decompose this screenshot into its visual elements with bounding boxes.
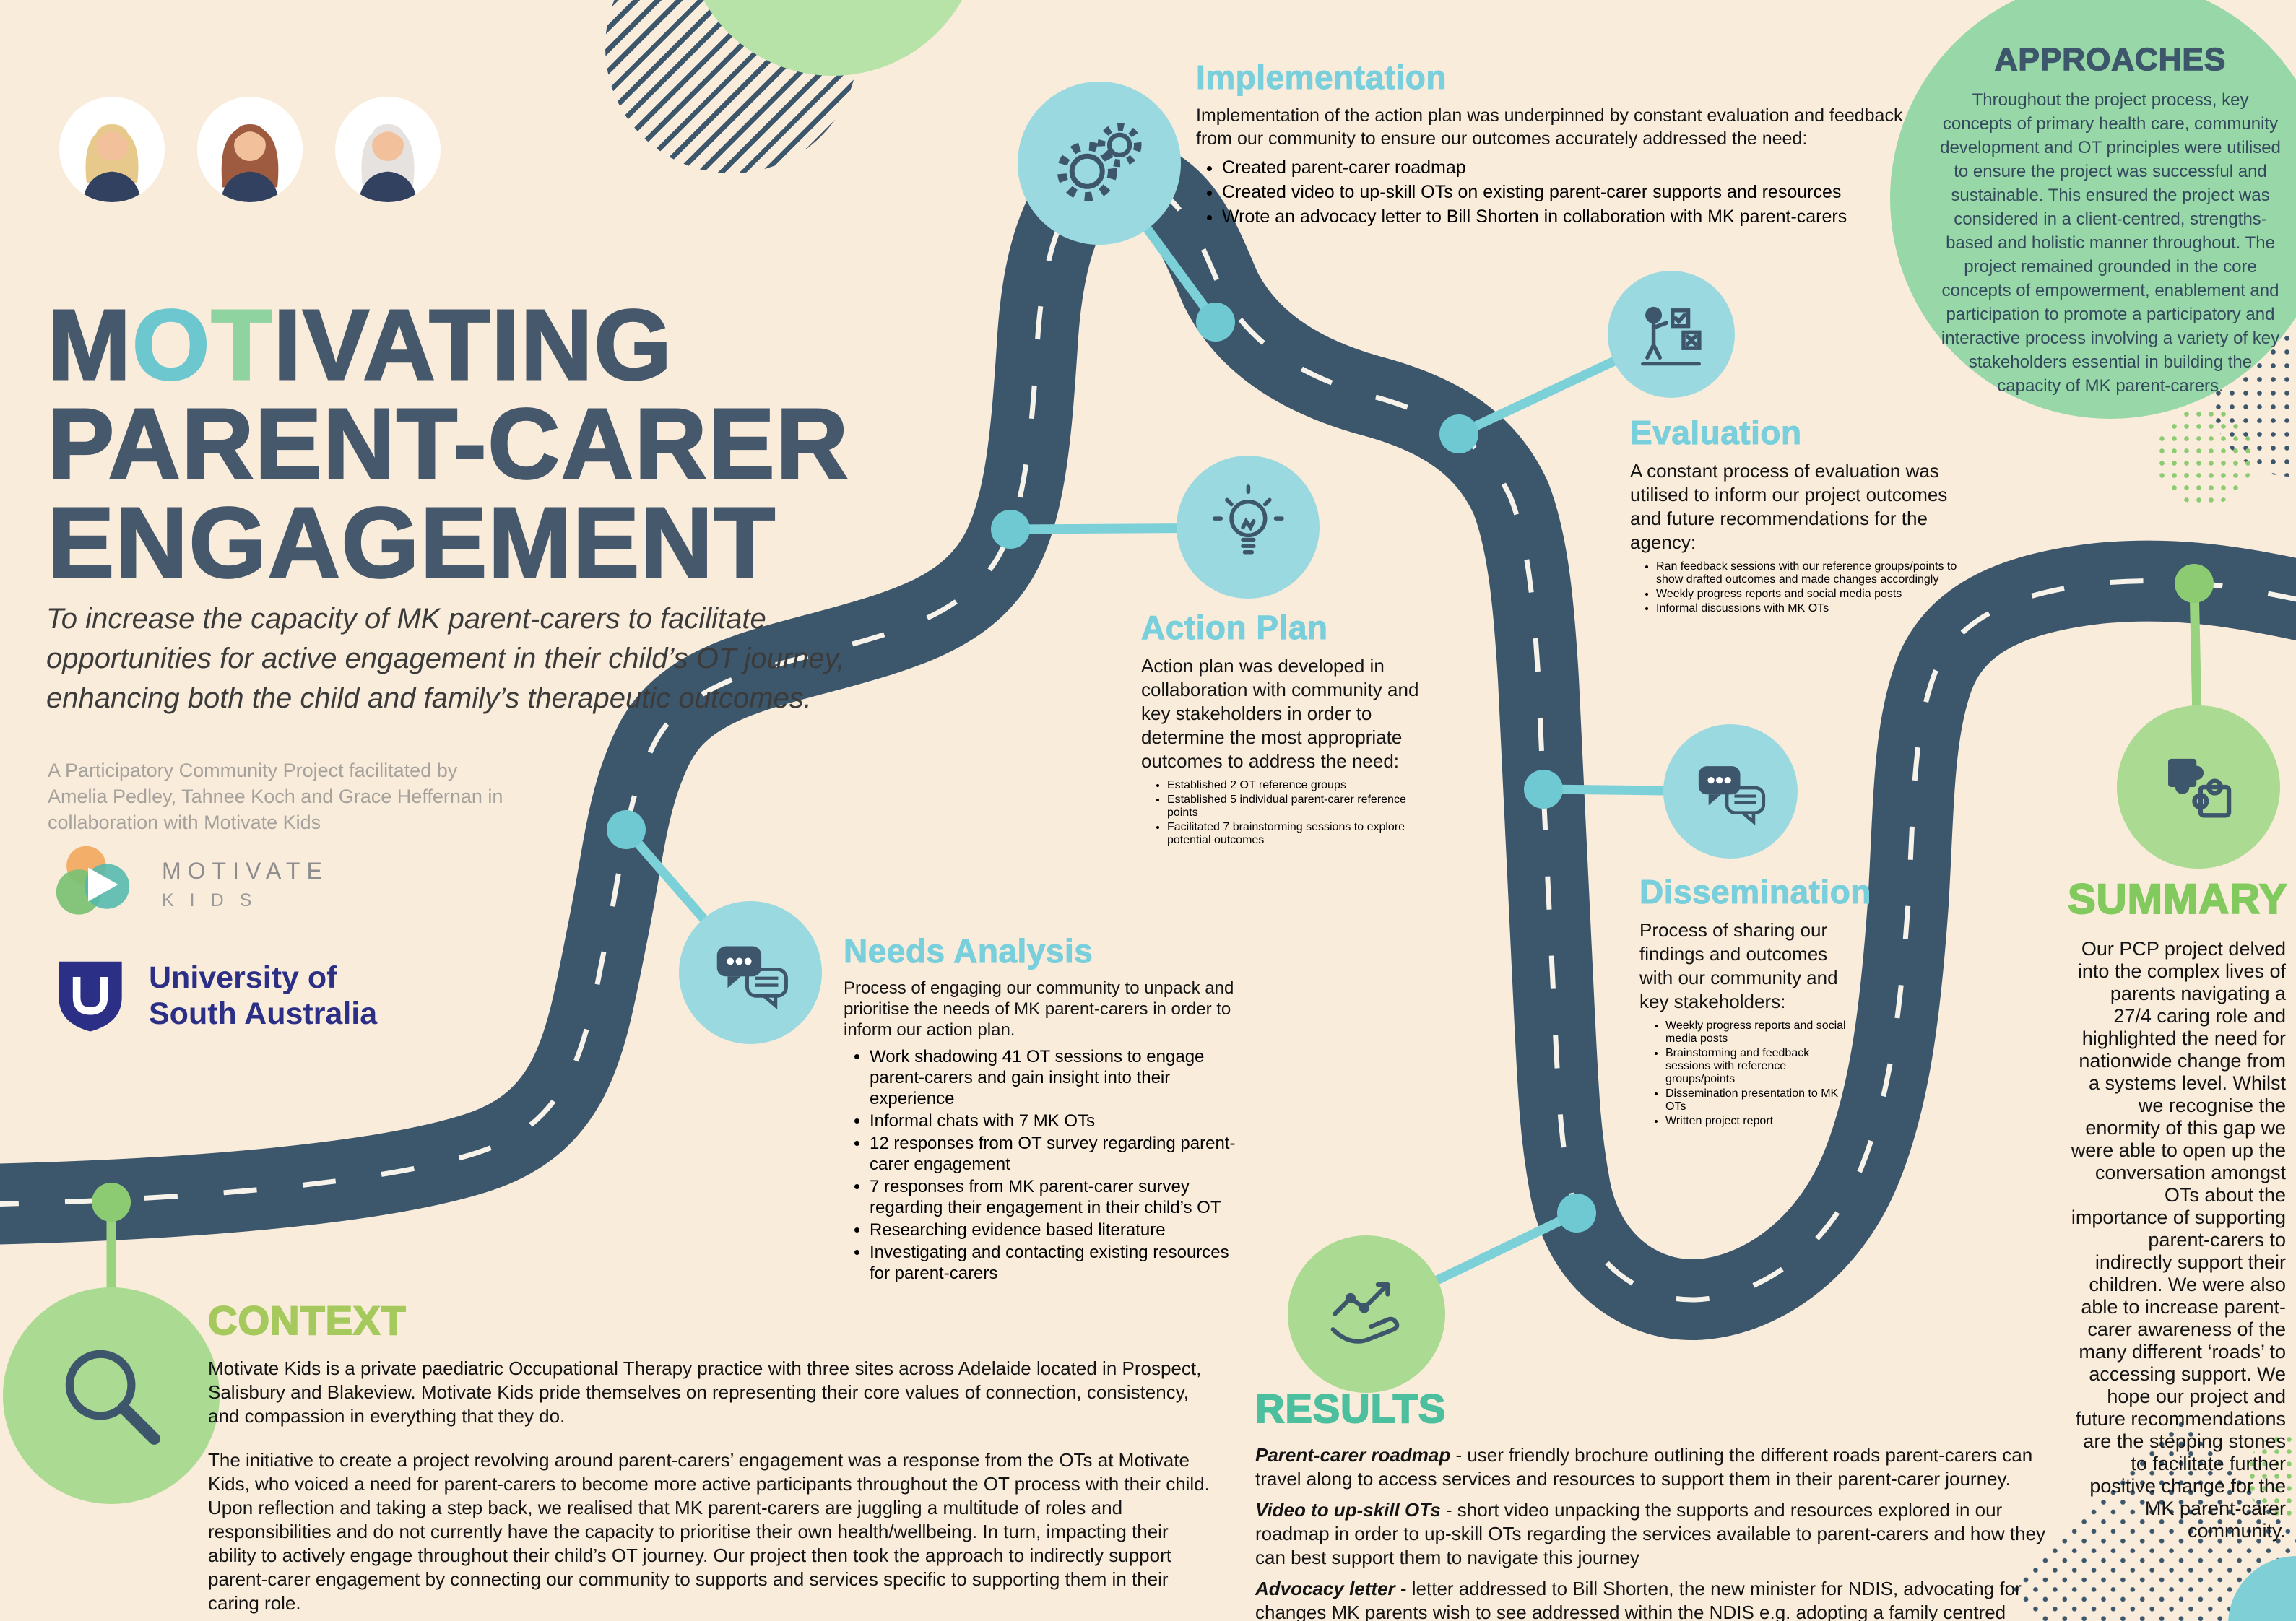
context-paragraph-1: Motivate Kids is a private paediatric Oc… bbox=[208, 1357, 1202, 1427]
results-item-name: Parent-carer roadmap bbox=[1255, 1444, 1451, 1466]
motivate-kids-logo: MOTIVATE KIDS bbox=[51, 838, 329, 931]
needs-analysis-section: Needs Analysis Process of engaging our c… bbox=[844, 931, 1244, 1285]
results-item-text: - user friendly brochure outlining the d… bbox=[1255, 1444, 2033, 1490]
poster-subtitle: To increase the capacity of MK parent-ca… bbox=[46, 603, 845, 714]
results-item-advocacy: Advocacy letter - letter addressed to Bi… bbox=[1255, 1577, 2053, 1621]
bullet-item: 12 responses from OT survey regarding pa… bbox=[870, 1133, 1244, 1175]
avatar-2 bbox=[197, 97, 303, 202]
results-item-text: - letter addressed to Bill Shorten, the … bbox=[1255, 1578, 2022, 1621]
project-credit: A Participatory Community Project facili… bbox=[48, 760, 503, 833]
growth-chart-hand-icon bbox=[1288, 1235, 1445, 1393]
dissemination-intro: Process of sharing our findings and outc… bbox=[1639, 919, 1838, 1012]
implementation-heading: Implementation bbox=[1196, 58, 1447, 97]
bullet-item: Weekly progress reports and social media… bbox=[1656, 588, 1959, 601]
implementation-section: Implementation Implementation of the act… bbox=[1196, 58, 1907, 230]
title-letter-t: T bbox=[210, 290, 274, 401]
bullet-item: Ran feedback sessions with our reference… bbox=[1656, 560, 1959, 586]
results-heading: RESULTS bbox=[1255, 1385, 1447, 1432]
results-item-text: - short video unpacking the supports and… bbox=[1255, 1499, 2045, 1568]
poster-title: MOTIVATING PARENT-CARER ENGAGEMENT bbox=[46, 295, 850, 594]
evaluation-bullets: Ran feedback sessions with our reference… bbox=[1630, 560, 1959, 615]
unisa-name-line1: University of bbox=[149, 960, 337, 995]
gears-icon bbox=[1018, 82, 1181, 245]
puzzle-icon bbox=[2117, 705, 2280, 869]
dissemination-heading: Dissemination bbox=[1639, 873, 1871, 911]
title-line1-rest: IVATING bbox=[272, 290, 673, 401]
unisa-shield-icon bbox=[59, 961, 122, 1032]
presenter-checklist-icon bbox=[1608, 271, 1735, 398]
motivate-kids-wordmark: MOTIVATE bbox=[162, 858, 329, 884]
results-item-name: Advocacy letter bbox=[1255, 1578, 1395, 1599]
approaches-body: Throughout the project process, key conc… bbox=[1940, 90, 2281, 396]
summary-body: Our PCP project delved into the complex … bbox=[2071, 938, 2286, 1542]
magnifier-icon bbox=[3, 1287, 220, 1504]
bullet-item: Researching evidence based literature bbox=[870, 1220, 1244, 1240]
bullet-item: Facilitated 7 brainstorming sessions to … bbox=[1167, 821, 1430, 847]
approaches-heading: APPROACHES bbox=[1994, 41, 2227, 78]
results-item-name: Video to up-skill OTs bbox=[1255, 1499, 1441, 1521]
bullet-item: Established 5 individual parent-carer re… bbox=[1167, 794, 1430, 820]
evaluation-intro: A constant process of evaluation was uti… bbox=[1630, 460, 1948, 553]
dissemination-bullets: Weekly progress reports and social media… bbox=[1639, 1020, 1855, 1128]
needs-analysis-heading: Needs Analysis bbox=[844, 932, 1093, 970]
team-avatars bbox=[59, 97, 441, 202]
context-section: CONTEXT Motivate Kids is a private paedi… bbox=[207, 1297, 1216, 1615]
bullet-item: Weekly progress reports and social media… bbox=[1665, 1020, 1855, 1046]
dissemination-section: Dissemination Process of sharing our fin… bbox=[1639, 872, 1871, 1129]
action-plan-bullets: Established 2 OT reference groupsEstabli… bbox=[1141, 779, 1430, 847]
road-centerline bbox=[0, 172, 2296, 1303]
needs-chat-bubbles-icon bbox=[679, 901, 822, 1044]
implementation-bullets: Created parent-carer roadmapCreated vide… bbox=[1196, 156, 1907, 228]
bullet-item: Informal chats with 7 MK OTs bbox=[870, 1111, 1244, 1131]
action-plan-heading: Action Plan bbox=[1141, 609, 1328, 647]
title-line2: PARENT-CARER bbox=[46, 388, 850, 500]
bullet-item: Dissemination presentation to MK OTs bbox=[1665, 1087, 1855, 1113]
evaluation-section: Evaluation A constant process of evaluat… bbox=[1630, 413, 1959, 617]
dissemination-chat-bubbles-icon bbox=[1663, 724, 1798, 859]
avatar-3 bbox=[335, 97, 441, 202]
unisa-logo: University of South Australia bbox=[48, 952, 377, 1040]
bullet-item: Created video to up-skill OTs on existin… bbox=[1222, 181, 1907, 204]
title-letter-o: O bbox=[131, 290, 212, 401]
summary-heading: SUMMARY bbox=[2067, 875, 2288, 924]
title-line3: ENGAGEMENT bbox=[46, 487, 777, 599]
motivate-kids-logo-icon bbox=[56, 846, 130, 915]
avatar-1 bbox=[59, 97, 165, 202]
results-item-roadmap: Parent-carer roadmap - user friendly bro… bbox=[1255, 1443, 2053, 1491]
bullet-item: Work shadowing 41 OT sessions to engage … bbox=[870, 1046, 1244, 1109]
summary-section: SUMMARY Our PCP project delved into the … bbox=[2067, 875, 2288, 1542]
bullet-item: Wrote an advocacy letter to Bill Shorten… bbox=[1222, 205, 1907, 228]
bullet-item: Written project report bbox=[1665, 1115, 1855, 1128]
title-letter-m: M bbox=[47, 290, 132, 401]
unisa-name-line2: South Australia bbox=[149, 996, 378, 1031]
results-section: RESULTS Parent-carer roadmap - user frie… bbox=[1255, 1385, 2053, 1621]
lightbulb-icon bbox=[1177, 456, 1320, 599]
motivate-kids-wordmark-2: KIDS bbox=[162, 890, 268, 911]
implementation-intro: Implementation of the action plan was un… bbox=[1196, 105, 1903, 149]
needs-analysis-bullets: Work shadowing 41 OT sessions to engage … bbox=[844, 1046, 1244, 1284]
context-paragraph-2: The initiative to create a project revol… bbox=[208, 1449, 1210, 1614]
bullet-item: Investigating and contacting existing re… bbox=[870, 1242, 1244, 1284]
bullet-item: Brainstorming and feedback sessions with… bbox=[1665, 1047, 1855, 1086]
green-road-nodes bbox=[92, 564, 2214, 1222]
approaches-section: APPROACHES Throughout the project proces… bbox=[1890, 0, 2296, 419]
needs-analysis-intro: Process of engaging our community to unp… bbox=[844, 978, 1234, 1040]
bullet-item: Informal discussions with MK OTs bbox=[1656, 602, 1959, 615]
action-plan-section: Action Plan Action plan was developed in… bbox=[1141, 608, 1430, 848]
results-item-video: Video to up-skill OTs - short video unpa… bbox=[1255, 1498, 2053, 1570]
green-dots-decoration-right bbox=[2156, 408, 2253, 505]
context-heading: CONTEXT bbox=[207, 1297, 407, 1344]
action-plan-intro: Action plan was developed in collaborati… bbox=[1141, 655, 1419, 772]
bullet-item: 7 responses from MK parent-carer survey … bbox=[870, 1176, 1244, 1218]
evaluation-heading: Evaluation bbox=[1630, 414, 1802, 452]
bullet-item: Established 2 OT reference groups bbox=[1167, 779, 1430, 792]
bullet-item: Created parent-carer roadmap bbox=[1222, 156, 1907, 179]
teal-road-nodes bbox=[607, 303, 1596, 1233]
